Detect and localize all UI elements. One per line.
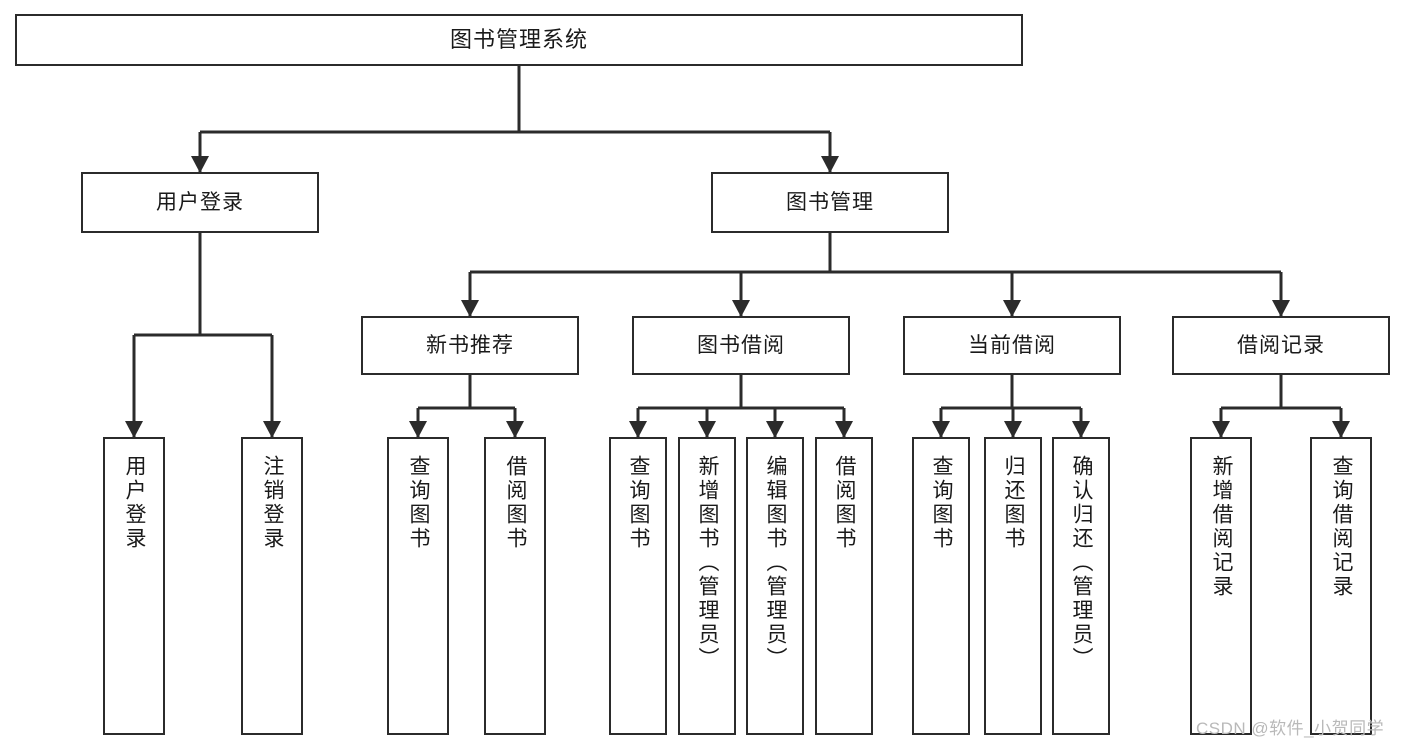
node-records[interactable]: 借阅记录 [1172,316,1390,375]
node-bookmgmt[interactable]: 图书管理 [711,172,949,233]
node-label: 用户登录 [156,190,244,214]
node-borrow[interactable]: 图书借阅 [632,316,850,375]
node-leaf-user-login[interactable]: 用户登录 [103,437,165,735]
node-label: 查询图书 [407,455,431,551]
node-leaf-cu-confirm[interactable]: 确认归还（管理员） [1052,437,1110,735]
node-label: 借阅图书 [833,455,857,551]
node-newbook[interactable]: 新书推荐 [361,316,579,375]
node-leaf-user-logout[interactable]: 注销登录 [241,437,303,735]
node-leaf-nb-query[interactable]: 查询图书 [387,437,449,735]
arrowhead-records [1272,300,1290,317]
node-leaf-bo-borrow[interactable]: 借阅图书 [815,437,873,735]
node-leaf-re-query[interactable]: 查询借阅记录 [1310,437,1372,735]
csdn-watermark: CSDN @软件_小贺同学 [1196,719,1385,738]
arrowhead-leaf-cu-query [932,421,950,438]
node-leaf-cu-return[interactable]: 归还图书 [984,437,1042,735]
arrowhead-bookmgmt [821,156,839,173]
arrowhead-leaf-cu-return [1004,421,1022,438]
arrowhead-leaf-re-query [1332,421,1350,438]
node-leaf-re-add[interactable]: 新增借阅记录 [1190,437,1252,735]
arrowhead-leaf-re-add [1212,421,1230,438]
node-label: 确认归还（管理员） [1070,455,1094,671]
arrowhead-leaf-nb-query [409,421,427,438]
node-label: 新书推荐 [426,333,514,357]
node-label: 图书借阅 [697,333,785,357]
node-label: 编辑图书（管理员） [764,455,788,671]
node-label: 当前借阅 [968,333,1056,357]
node-root[interactable]: 图书管理系统 [15,14,1023,66]
node-label: 查询图书 [930,455,954,551]
node-label: 新增图书（管理员） [696,455,720,671]
node-leaf-cu-query[interactable]: 查询图书 [912,437,970,735]
node-label: 用户登录 [123,455,147,551]
arrowhead-leaf-bo-borrow [835,421,853,438]
arrowhead-leaf-bo-edit [766,421,784,438]
node-login[interactable]: 用户登录 [81,172,319,233]
node-leaf-bo-edit[interactable]: 编辑图书（管理员） [746,437,804,735]
node-label: 查询借阅记录 [1330,455,1354,599]
arrowhead-leaf-nb-borrow [506,421,524,438]
arrowhead-leaf-user-logout [263,421,281,438]
node-leaf-bo-query[interactable]: 查询图书 [609,437,667,735]
arrowhead-leaf-bo-query [629,421,647,438]
node-label: 归还图书 [1002,455,1026,551]
node-label: 借阅图书 [504,455,528,551]
node-label: 借阅记录 [1237,333,1325,357]
node-current[interactable]: 当前借阅 [903,316,1121,375]
arrowhead-leaf-cu-confirm [1072,421,1090,438]
node-label: 图书管理 [786,190,874,214]
node-label: 查询图书 [627,455,651,551]
arrowhead-leaf-bo-add [698,421,716,438]
node-leaf-nb-borrow[interactable]: 借阅图书 [484,437,546,735]
arrowhead-newbook [461,300,479,317]
node-label: 新增借阅记录 [1210,455,1234,599]
arrowhead-current [1003,300,1021,317]
arrowhead-login [191,156,209,173]
node-label: 图书管理系统 [449,26,588,52]
node-leaf-bo-add[interactable]: 新增图书（管理员） [678,437,736,735]
arrowhead-borrow [732,300,750,317]
node-label: 注销登录 [261,455,285,551]
arrowhead-leaf-user-login [125,421,143,438]
